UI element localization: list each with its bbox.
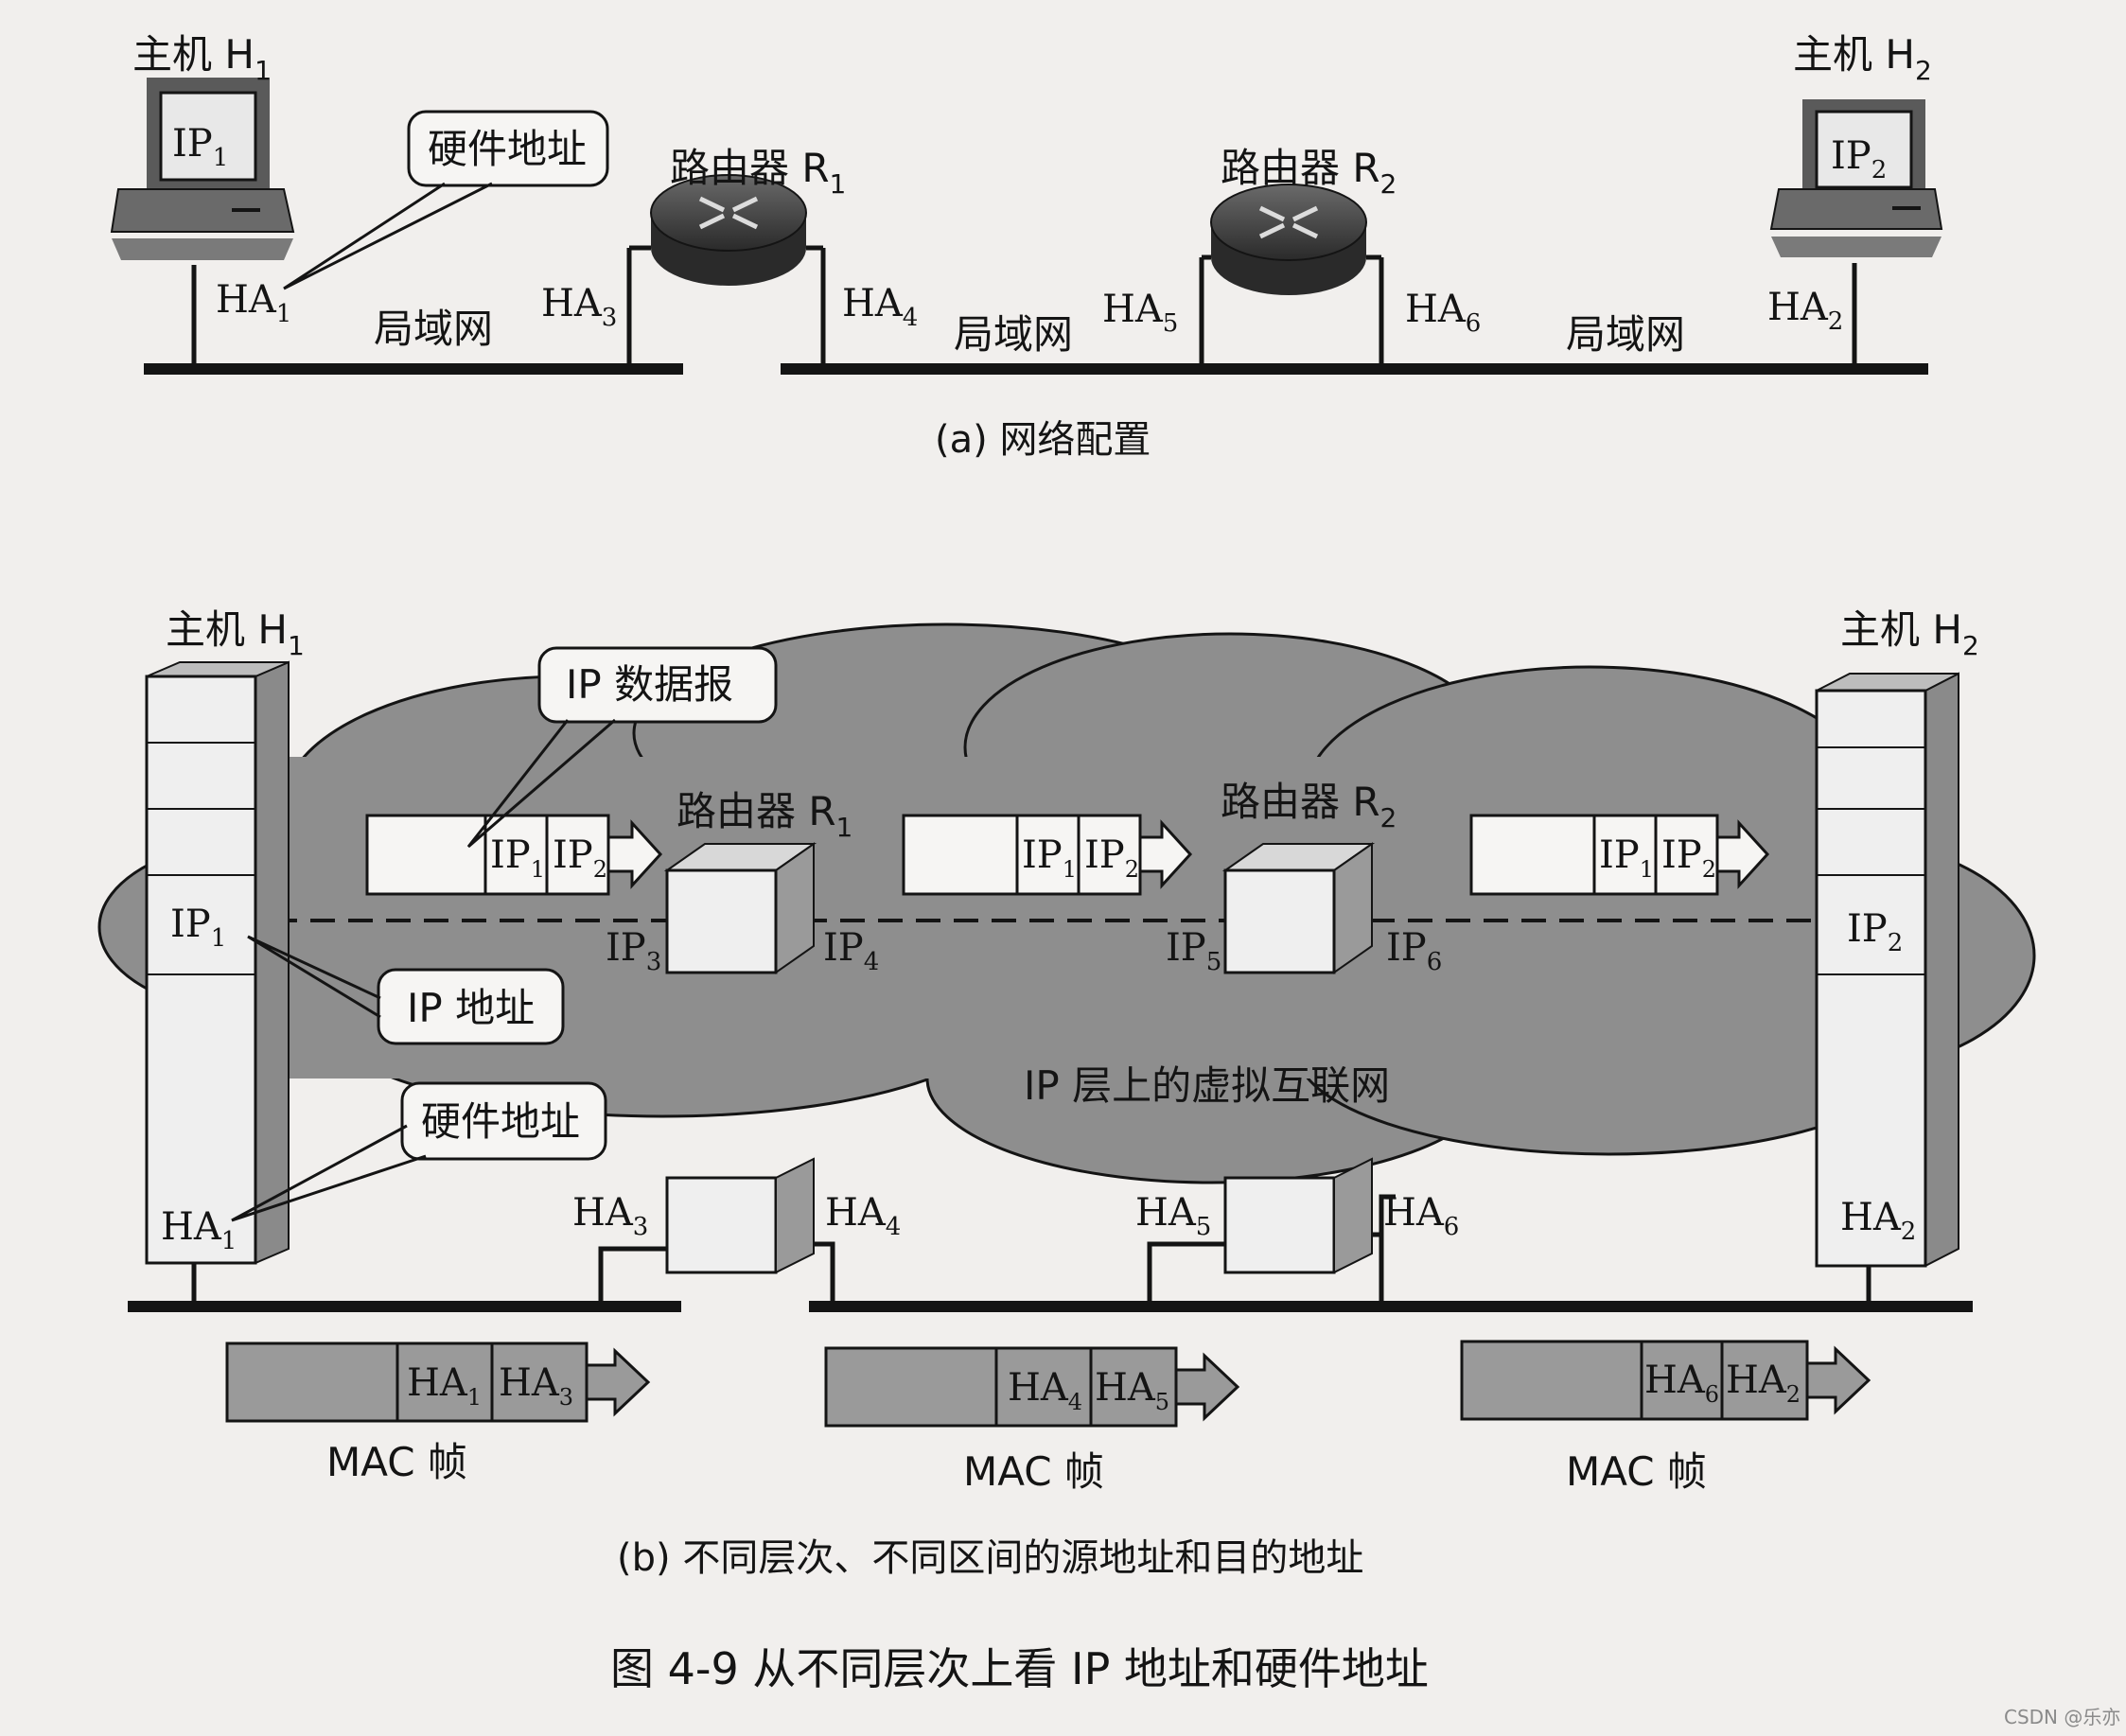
lan-label-2: 局域网 bbox=[954, 311, 1073, 358]
mac-frame-2-src: HA4 bbox=[1008, 1366, 1082, 1415]
mac-frame-2-dst: HA5 bbox=[1095, 1366, 1169, 1415]
mac-frame-3: HA6 HA2 MAC 帧 bbox=[1460, 1340, 1871, 1495]
router-r2-ip-right: IP6 bbox=[1386, 926, 1442, 976]
ip-datagram-1: IP1 IP2 bbox=[365, 814, 663, 896]
ip-datagram-3: IP1 IP2 bbox=[1469, 814, 1770, 896]
figure-title: 图 4-9 从不同层次上看 IP 地址和硬件地址 bbox=[610, 1643, 1429, 1694]
lan-bar-b-3 bbox=[1358, 1301, 1973, 1312]
router-r1-ha-right: HA4 bbox=[842, 282, 918, 332]
router-r1-label: 路由器 R1 bbox=[670, 145, 846, 200]
part-b-address-layers: IP 层上的虚拟互联网 主机 H1 IP1 HA1 bbox=[97, 606, 2036, 1580]
datagram-3-dst: IP2 bbox=[1661, 833, 1716, 883]
callout-hardware-address-a: 硬件地址 bbox=[283, 110, 609, 290]
mac-frame-2-label: MAC 帧 bbox=[963, 1448, 1104, 1495]
host-h2-label-b: 主机 H2 bbox=[1840, 606, 1979, 661]
mac-frame-3-label: MAC 帧 bbox=[1566, 1448, 1707, 1495]
host-h1-computer-icon bbox=[110, 78, 295, 363]
lan-label-1: 局域网 bbox=[374, 306, 493, 352]
router-r1-ha-left-b: HA3 bbox=[572, 1191, 648, 1241]
mac-frame-1: HA1 HA3 MAC 帧 bbox=[225, 1341, 651, 1485]
lan-bar-1 bbox=[144, 363, 683, 375]
caption-b: (b) 不同层次、不同区间的源地址和目的地址 bbox=[617, 1536, 1363, 1580]
datagram-3-src: IP1 bbox=[1599, 833, 1654, 883]
lan-bar-b-2 bbox=[809, 1301, 1367, 1312]
mac-frame-3-src: HA6 bbox=[1644, 1359, 1719, 1408]
host-h1-label-b: 主机 H1 bbox=[166, 606, 305, 661]
datagram-2-dst: IP2 bbox=[1084, 833, 1139, 883]
callout-ip-datagram-text: IP 数据报 bbox=[566, 661, 733, 708]
datagram-2-src: IP1 bbox=[1022, 833, 1077, 883]
lan-bar-3 bbox=[1342, 363, 1928, 375]
callout-ip-address: IP 地址 bbox=[247, 935, 565, 1045]
lan-label-3: 局域网 bbox=[1566, 311, 1685, 358]
watermark: CSDN @乐亦 bbox=[2004, 1706, 2120, 1728]
lan-bar-2 bbox=[781, 363, 1348, 375]
host-h2-ip-b: IP2 bbox=[1847, 907, 1903, 957]
part-a-network-config: 主机 H1 IP1 HA1 硬件地址 局域网 路由器 R1 HA3 HA4 局域… bbox=[110, 31, 1943, 462]
host-h1-label: 主机 H1 bbox=[132, 31, 272, 86]
router-r2-icon bbox=[1199, 184, 1384, 363]
callout-hardware-address-b: 硬件地址 bbox=[231, 1081, 607, 1222]
callout-hardware-address-a-text: 硬件地址 bbox=[428, 126, 587, 172]
router-r2-cube bbox=[1147, 842, 1396, 1301]
host-h2-ha-b: HA2 bbox=[1840, 1196, 1916, 1246]
host-h2-computer-icon bbox=[1769, 99, 1943, 363]
router-r2-ha-right: HA6 bbox=[1405, 288, 1481, 338]
router-r2-ha-left: HA5 bbox=[1102, 288, 1178, 338]
host-h1-ha: HA1 bbox=[216, 278, 291, 328]
datagram-1-src: IP1 bbox=[490, 833, 545, 883]
router-r1-label-b: 路由器 R1 bbox=[676, 788, 852, 843]
router-r1-ip-right: IP4 bbox=[823, 926, 879, 976]
ip-datagram-2: IP1 IP2 bbox=[902, 814, 1193, 896]
datagram-1-dst: IP2 bbox=[553, 833, 607, 883]
router-r2-ip-left: IP5 bbox=[1166, 926, 1221, 976]
router-r1-ha-left: HA3 bbox=[541, 282, 617, 332]
callout-ip-address-text: IP 地址 bbox=[407, 985, 535, 1031]
host-h1-ha-b: HA1 bbox=[161, 1205, 237, 1255]
router-r1-icon bbox=[626, 174, 826, 363]
router-r2-ha-right-b: HA6 bbox=[1383, 1191, 1459, 1241]
router-r2-label-b: 路由器 R2 bbox=[1221, 779, 1397, 833]
mac-frame-2: HA4 HA5 MAC 帧 bbox=[824, 1346, 1240, 1495]
host-h2-label: 主机 H2 bbox=[1793, 31, 1932, 86]
host-h2-ha: HA2 bbox=[1767, 286, 1843, 336]
host-h1-ip-b: IP1 bbox=[170, 903, 226, 953]
host-h2-ip: IP2 bbox=[1831, 134, 1887, 184]
cloud-label: IP 层上的虚拟互联网 bbox=[1024, 1062, 1390, 1109]
caption-a: (a) 网络配置 bbox=[935, 418, 1151, 462]
host-h1-stack bbox=[145, 660, 290, 1301]
router-r1-cube bbox=[598, 842, 835, 1301]
router-r2-label: 路由器 R2 bbox=[1221, 145, 1397, 200]
router-r2-ha-left-b: HA5 bbox=[1135, 1191, 1211, 1241]
mac-frame-3-dst: HA2 bbox=[1726, 1359, 1801, 1408]
callout-ip-datagram: IP 数据报 bbox=[466, 646, 778, 849]
mac-frame-1-src: HA1 bbox=[407, 1361, 482, 1411]
router-r1-ip-left: IP3 bbox=[606, 926, 661, 976]
mac-frame-1-label: MAC 帧 bbox=[326, 1439, 467, 1485]
callout-hardware-address-b-text: 硬件地址 bbox=[421, 1098, 580, 1145]
router-r1-ha-right-b: HA4 bbox=[825, 1191, 901, 1241]
mac-frame-1-dst: HA3 bbox=[499, 1361, 573, 1411]
lan-bar-b-1 bbox=[128, 1301, 681, 1312]
host-h1-ip: IP1 bbox=[172, 122, 228, 172]
host-h2-stack bbox=[1815, 672, 1959, 1301]
